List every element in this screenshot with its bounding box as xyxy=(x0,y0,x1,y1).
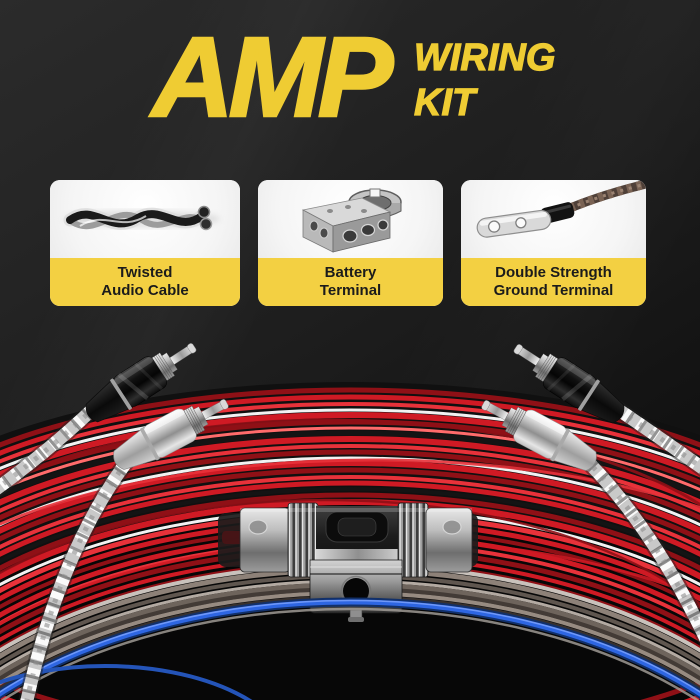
battery-terminal-image xyxy=(258,180,443,258)
feature-card-twisted-audio-cable: Twisted Audio Cable xyxy=(50,180,240,306)
twisted-audio-cable-image xyxy=(50,180,240,258)
fuse-barrel-detail xyxy=(248,519,268,535)
rca-connectors xyxy=(85,343,625,471)
label-line-1: Double Strength xyxy=(495,264,612,281)
label-line-2: Terminal xyxy=(319,282,382,299)
rca-connector-black-left xyxy=(85,343,197,423)
rca-connector-silver-right xyxy=(481,400,597,471)
fuse-barrel-right xyxy=(425,507,473,573)
rca-connector-silver-left xyxy=(113,399,229,470)
label-line-1: Battery xyxy=(324,264,377,281)
fuse-top-shine xyxy=(240,508,472,512)
page-subtitle: WIRING KIT xyxy=(413,36,556,126)
bracket-ridge xyxy=(310,573,402,575)
feature-card-battery-terminal: Battery Terminal xyxy=(258,180,443,306)
feature-cards: Twisted Audio Cable xyxy=(50,180,646,306)
subtitle-line-1: WIRING xyxy=(413,36,556,79)
label-line-2: Audio Cable xyxy=(101,282,189,299)
feature-card-ground-terminal: Double Strength Ground Terminal xyxy=(461,180,646,306)
fuse-element xyxy=(337,517,377,537)
ground-terminal-label: Double Strength Ground Terminal xyxy=(461,258,646,306)
battery-terminal-icon xyxy=(301,188,402,253)
twisted-audio-cable-label: Twisted Audio Cable xyxy=(50,258,240,306)
fuse-knurl-right xyxy=(397,502,429,578)
bracket-ridge xyxy=(310,566,402,568)
battery-terminal-label: Battery Terminal xyxy=(258,258,443,306)
page-title: AMP xyxy=(151,14,395,140)
bracket-screw-head xyxy=(348,617,364,622)
subtitle-line-2: KIT xyxy=(413,81,476,124)
label-line-1: Twisted xyxy=(117,264,173,281)
fuse-wire-left xyxy=(222,531,244,544)
label-line-2: Ground Terminal xyxy=(493,282,614,299)
fuse-barrel-detail xyxy=(442,519,462,535)
fuse-silver-band xyxy=(316,549,400,562)
rca-connector-black-right xyxy=(513,344,625,424)
bracket-screw-hole xyxy=(343,578,369,604)
product-photo xyxy=(0,343,700,700)
ground-terminal-image xyxy=(461,180,646,258)
fuse-barrel-left xyxy=(239,507,291,573)
blue-remote-wire xyxy=(0,597,700,700)
ground-terminal-icon xyxy=(476,180,646,238)
twisted-audio-cable-icon xyxy=(63,205,220,231)
